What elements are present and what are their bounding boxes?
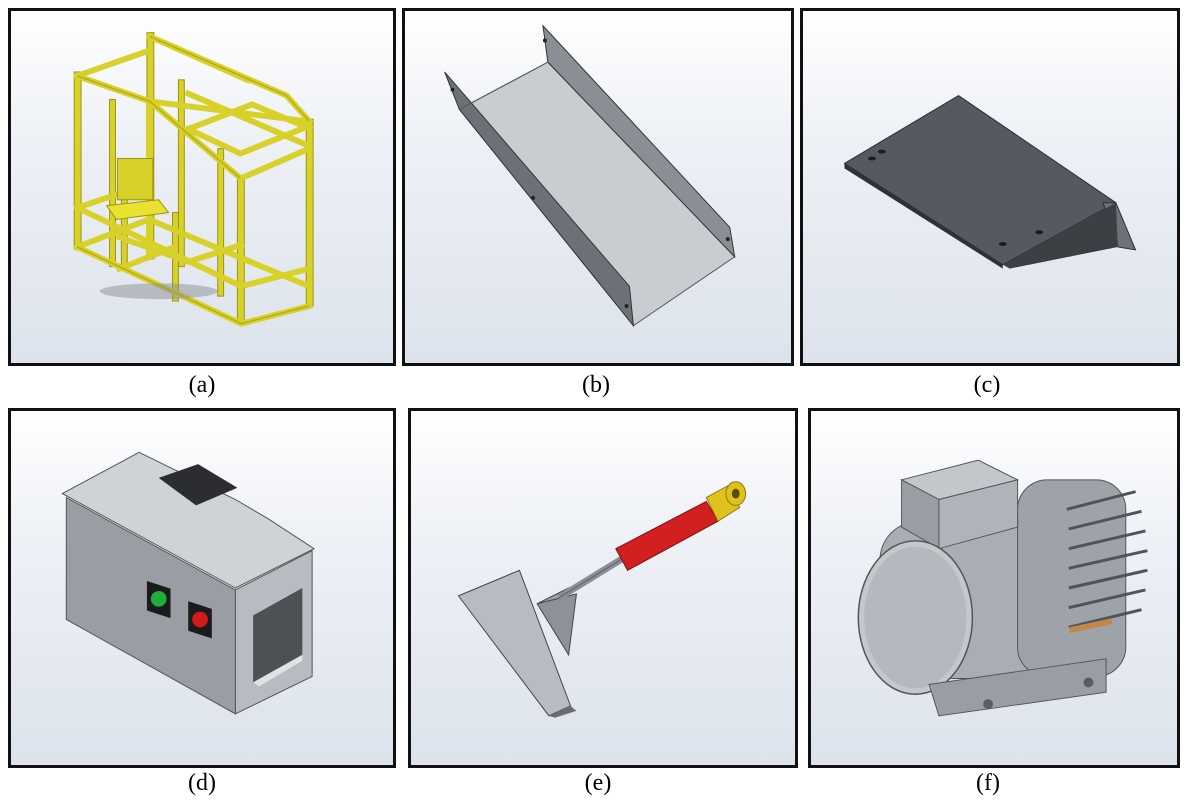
caption-b: (b) [582, 372, 610, 398]
panel-c [800, 8, 1180, 366]
control-box-drawing [61, 451, 316, 715]
caption-a: (a) [188, 372, 216, 398]
caption-f: (f) [976, 770, 1000, 796]
panel-d [8, 408, 396, 768]
frame-drawing [73, 32, 314, 327]
panel-e [408, 408, 798, 768]
panel-f [808, 408, 1180, 768]
motor-drawing [857, 459, 1148, 717]
panel-b [402, 8, 794, 366]
plate-drawing [843, 94, 1137, 269]
cylinder-drawing [457, 481, 747, 718]
panel-a [8, 8, 396, 366]
caption-c: (c) [973, 372, 1001, 398]
chute-drawing [444, 24, 736, 328]
caption-d: (d) [188, 770, 216, 796]
caption-e: (e) [584, 770, 612, 796]
